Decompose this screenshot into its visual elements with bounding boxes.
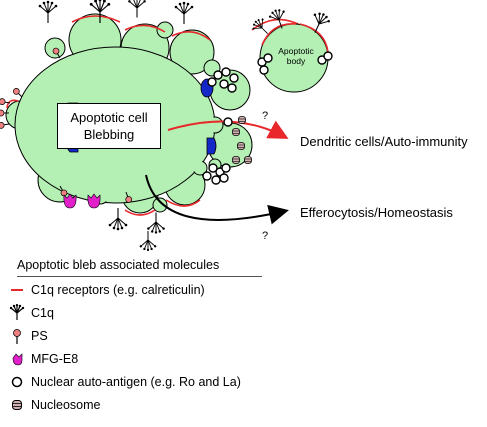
hollow-circle-icon <box>263 53 273 63</box>
legend-label-mfg-e8: MFG-E8 <box>31 352 79 366</box>
c1q-bouquet-icon <box>174 1 194 24</box>
legend-label-c1q-receptors: C1q receptors (e.g. calreticulin) <box>31 283 205 297</box>
nucleosome-icon <box>232 156 240 164</box>
c1q-bouquet-icon <box>108 208 128 231</box>
hollow-circle-icon <box>323 51 333 61</box>
legend-label-ps: PS <box>31 329 48 343</box>
ps-molecules <box>0 47 133 203</box>
question-mark-top: ? <box>262 110 269 122</box>
c1q-bouquet-icon <box>128 0 146 18</box>
ps-lollipop-icon <box>13 329 21 344</box>
hollow-circle-icon <box>207 77 217 87</box>
c1q-bouquet-icon <box>9 304 25 320</box>
c1q-bouquet-icon <box>89 0 111 24</box>
ps-lollipop-icon <box>52 47 61 59</box>
outcome-efferocytosis: Efferocytosis/Homeostasis <box>300 205 453 220</box>
hollow-circle-icon <box>219 173 229 183</box>
ps-lollipop-icon <box>0 98 11 105</box>
outcome-dendritic-cells: Dendritic cells/Auto-immunity <box>300 134 468 149</box>
legend-title: Apoptotic bleb associated molecules <box>17 258 220 272</box>
c1q-bouquet-icon <box>313 12 330 33</box>
hollow-circle-icon <box>213 70 223 80</box>
hollow-circle-icon <box>227 83 237 93</box>
apoptotic-body-label: Apoptotic body <box>268 46 324 66</box>
hollow-circle-icon <box>202 171 212 181</box>
nucleosome-icon <box>238 116 246 124</box>
body-label-line1: Apoptotic <box>278 46 314 56</box>
ps-lollipop-icon <box>0 122 10 129</box>
hollow-circle-icon <box>229 73 239 83</box>
question-mark-bottom: ? <box>262 230 269 242</box>
legend-label-nuclear-auto-antigen: Nuclear auto-antigen (e.g. Ro and La) <box>31 375 241 389</box>
nucleosome-icon <box>12 400 22 410</box>
hollow-circle-icon <box>219 79 229 89</box>
body-label-line2: body <box>286 56 306 66</box>
ps-lollipop-icon <box>0 109 9 117</box>
hollow-circle-icon <box>221 163 231 173</box>
ps-lollipop-icon <box>59 185 68 197</box>
arrow-to-efferocytosis <box>145 174 289 225</box>
hollow-circle-icon <box>259 65 269 75</box>
hollow-circle-icon <box>223 117 233 127</box>
hollow-circle-icon <box>211 175 221 185</box>
nuclear-auto-antigens <box>202 51 333 185</box>
legend-label-nucleosome: Nucleosome <box>31 398 101 412</box>
legend-item-c1q: C1q <box>8 303 54 323</box>
c1q-molecules <box>38 0 330 252</box>
red-line-icon <box>11 289 23 291</box>
c1q-bouquet-icon <box>139 230 157 252</box>
legend-item-nuclear-auto-antigen: Nuclear auto-antigen (e.g. Ro and La) <box>8 372 241 392</box>
legend-label-c1q: C1q <box>31 306 54 320</box>
legend-item-mfg-e8: MFG-E8 <box>8 349 78 369</box>
legend-item-ps: PS <box>8 326 48 346</box>
ps-lollipop-icon <box>12 87 23 98</box>
c1q-bouquet-icon <box>268 9 285 29</box>
nucleosome-icon <box>244 156 252 164</box>
legend-item-nucleosome: Nucleosome <box>8 395 100 415</box>
mfg-e8-icon <box>12 353 23 366</box>
apoptotic-cell-label: Apoptotic cell Blebbing <box>57 103 161 149</box>
c1q-bouquet-icon <box>38 0 58 23</box>
mfg-e8-molecules <box>63 193 101 209</box>
nucleosomes <box>232 116 252 164</box>
legend-item-c1q-receptors: C1q receptors (e.g. calreticulin) <box>8 280 205 300</box>
c1q-bouquet-icon <box>252 18 268 34</box>
c1q-bouquet-icon <box>147 212 165 234</box>
center-label-line2: Blebbing <box>83 127 135 142</box>
hollow-circle-icon <box>11 376 23 388</box>
legend-divider <box>17 276 262 277</box>
nucleosome-icon <box>237 142 245 150</box>
ps-lollipop-icon <box>125 191 133 203</box>
center-label-line1: Apoptotic cell <box>70 110 148 125</box>
nucleosome-icon <box>232 128 240 136</box>
hollow-circle-icon <box>208 163 218 173</box>
mfg-e8-icon <box>87 193 101 209</box>
mfg-e8-icon <box>63 193 77 209</box>
hollow-circle-icon <box>221 67 231 77</box>
